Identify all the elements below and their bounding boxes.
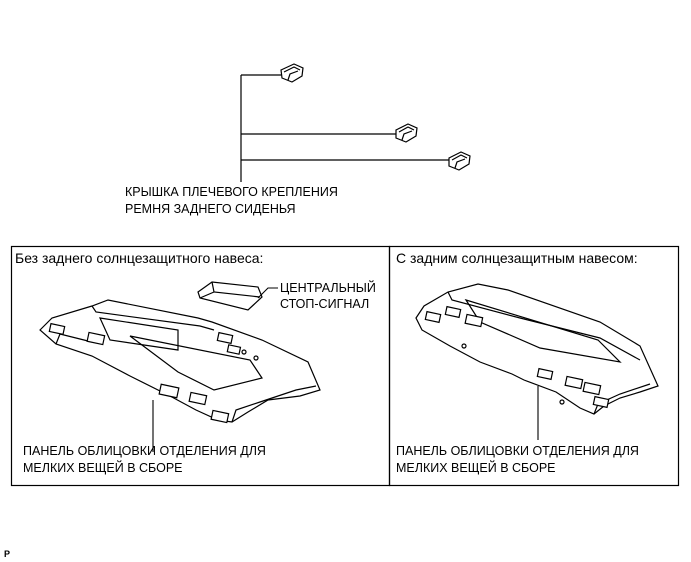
stop-lamp-label-line1: ЦЕНТРАЛЬНЫЙ [280,281,376,295]
stop-lamp-leader [257,287,278,299]
right-package-tray [415,283,659,415]
stop-lamp-label-line2: СТОП-СИГНАЛ [280,297,370,311]
shoulder-cover-label-line2: РЕМНЯ ЗАДНЕГО СИДЕНЬЯ [125,202,296,216]
belt-cover-clip-1 [280,63,304,83]
left-panel-header: Без заднего солнцезащитного навеса: [15,250,264,266]
shoulder-cover-label-line1: КРЫШКА ПЛЕЧЕВОГО КРЕПЛЕНИЯ [125,185,338,199]
belt-cover-clip-2 [395,123,418,143]
right-assembly-label-line2: МЕЛКИХ ВЕЩЕЙ В СБОРЕ [396,461,556,475]
center-stop-lamp [197,281,263,311]
left-assembly-label-line2: МЕЛКИХ ВЕЩЕЙ В СБОРЕ [23,461,183,475]
left-assembly-label-line1: ПАНЕЛЬ ОБЛИЦОВКИ ОТДЕЛЕНИЯ ДЛЯ [23,444,266,458]
right-panel-header: С задним солнцезащитным навесом: [396,250,638,266]
right-assembly-label-line1: ПАНЕЛЬ ОБЛИЦОВКИ ОТДЕЛЕНИЯ ДЛЯ [396,444,639,458]
right-panel-frame [388,245,680,487]
belt-cover-clip-3 [448,151,471,171]
corner-mark: P [4,549,11,559]
left-package-tray [39,299,321,424]
